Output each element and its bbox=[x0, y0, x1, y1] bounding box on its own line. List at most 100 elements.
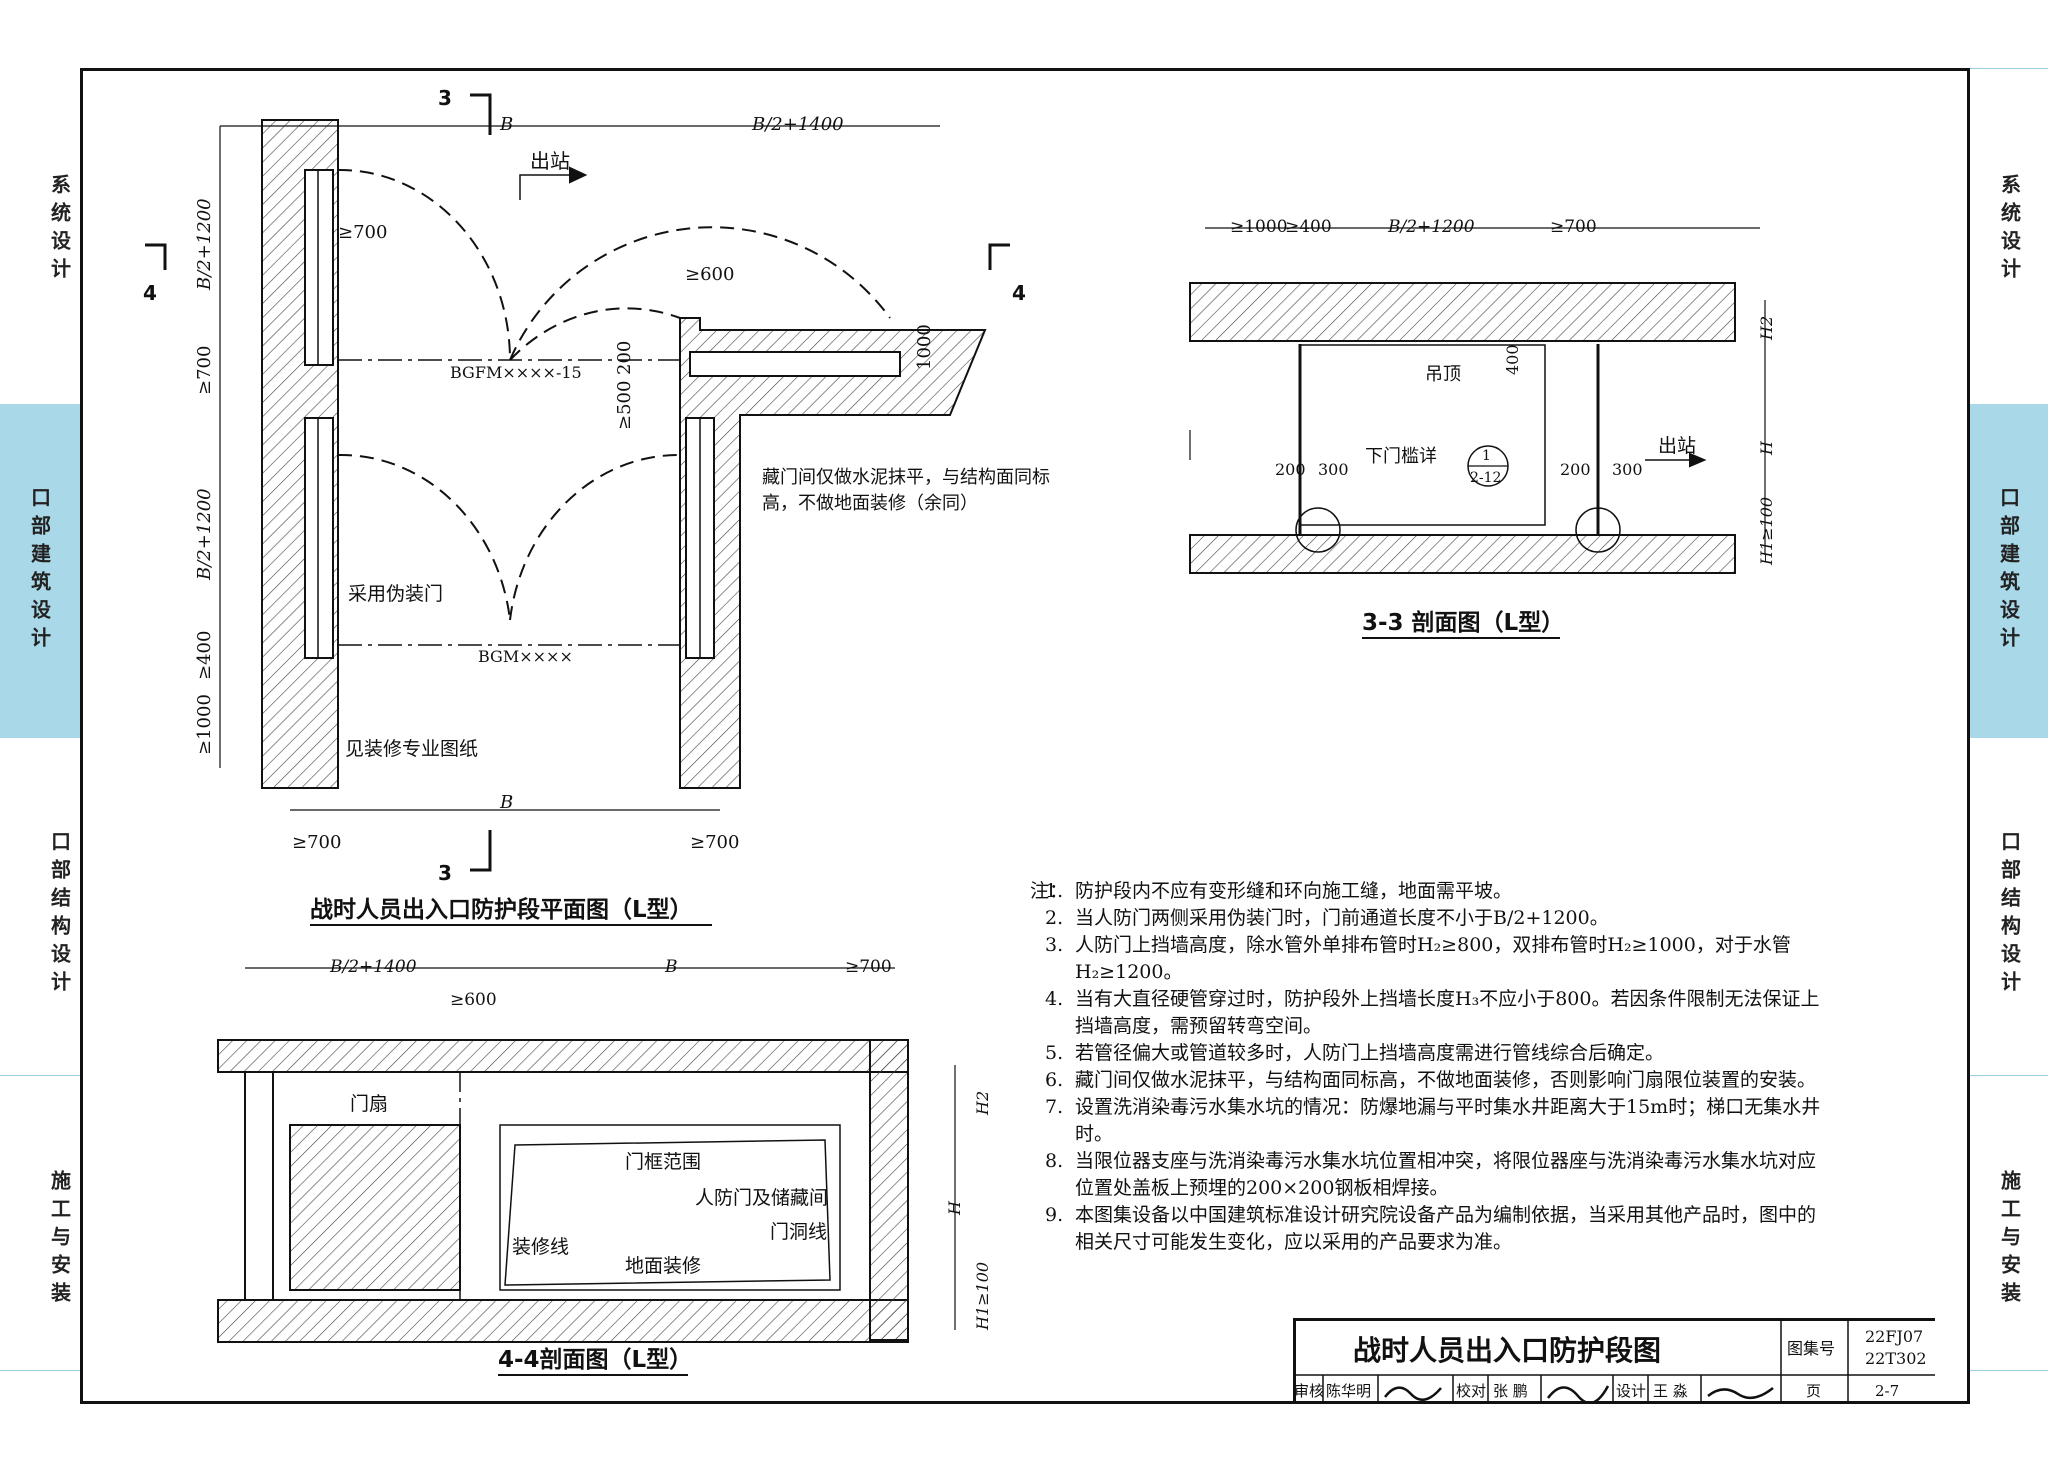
note-item: 8.当限位器支座与洗消染毒污水集水坑位置相冲突，将限位器座与洗消染毒污水集水坑对… bbox=[1045, 1150, 1817, 1199]
tb-title: 战时人员出入口防护段图 bbox=[1353, 1334, 1661, 1367]
s44-label-leaf: 门扇 bbox=[350, 1093, 388, 1115]
plan-door-upper: BGFM××××-15 bbox=[450, 363, 582, 382]
s33-dim-H1: H1≥100 bbox=[1757, 497, 1776, 566]
note-item: 5.若管径偏大或管道较多时，人防门上挡墙高度需进行管线综合后确定。 bbox=[1045, 1042, 1665, 1064]
side-tab-right-construct[interactable]: 施工与安装 bbox=[1997, 1170, 2022, 1310]
plan-dim-bottom-B: B bbox=[499, 792, 513, 813]
s44-dim-700: ≥700 bbox=[845, 957, 892, 977]
section-33 bbox=[1189, 227, 1766, 574]
plan-dim-600: ≥600 bbox=[685, 264, 734, 285]
s44-label-opening: 门洞线 bbox=[770, 1221, 827, 1243]
note-item: 9.本图集设备以中国建筑标准设计研究院设备产品为编制依据，当采用其他产品时，图中… bbox=[1045, 1204, 1817, 1253]
plan-dim-left-1000: ≥1000 bbox=[194, 694, 215, 755]
tb-check-label: 校对 bbox=[1456, 1382, 1486, 1400]
notes-heading: 注： bbox=[1030, 880, 1069, 902]
note-item: 4.当有大直径硬管穿过时，防护段外上挡墙长度H₃不应小于800。若因条件限制无法… bbox=[1045, 988, 1820, 1037]
s33-dim-300a: 300 bbox=[1318, 460, 1349, 479]
section-mark-4-left: 4 bbox=[143, 281, 157, 305]
note-item: 1.防护段内不应有变形缝和环向施工缝，地面需平坡。 bbox=[1045, 880, 1513, 902]
s33-detail-bottom: 2-12 bbox=[1470, 470, 1501, 486]
side-tab-right-struct[interactable]: 口部结构设计 bbox=[1997, 831, 2022, 999]
s44-dim-B: B bbox=[664, 957, 678, 977]
side-divider bbox=[1970, 1075, 2048, 1076]
s33-dim-200b: 200 bbox=[1560, 460, 1591, 479]
tb-atlas-no-1: 22FJ07 bbox=[1865, 1327, 1923, 1346]
s33-dim-b2: B/2+1200 bbox=[1387, 217, 1475, 237]
tb-checker: 张 鹏 bbox=[1493, 1382, 1528, 1400]
plan-view bbox=[145, 93, 1010, 872]
s44-dim-H: H bbox=[945, 1200, 964, 1216]
side-divider bbox=[0, 1075, 80, 1076]
tb-review-label: 审核 bbox=[1294, 1382, 1324, 1400]
tb-design-label: 设计 bbox=[1616, 1382, 1646, 1400]
section-mark-3-top: 3 bbox=[438, 86, 452, 110]
s33-dim-1000: ≥1000 bbox=[1230, 217, 1288, 237]
plan-door-frame bbox=[689, 351, 901, 377]
s33-dim-700: ≥700 bbox=[1550, 217, 1597, 237]
s33-detail-top: 1 bbox=[1482, 448, 1491, 464]
s33-dim-H2: H2 bbox=[1757, 316, 1776, 341]
title-block: 战时人员出入口防护段图 图集号 22FJ07 22T302 审核 陈华明 校对 … bbox=[1293, 1318, 1935, 1404]
s44-label-floor: 地面装修 bbox=[625, 1255, 701, 1277]
side-tab-right-system[interactable]: 系统设计 bbox=[1997, 174, 2022, 286]
tb-designer-signature bbox=[1707, 1387, 1774, 1400]
tb-page-label: 页 bbox=[1806, 1382, 1821, 1400]
section-mark-3-bottom: 3 bbox=[438, 861, 452, 885]
tb-designer: 王 淼 bbox=[1653, 1382, 1688, 1400]
plan-dim-200: 200 bbox=[614, 341, 635, 375]
plan-label-finish: 见装修专业图纸 bbox=[345, 738, 478, 760]
tb-checker-signature bbox=[1547, 1385, 1610, 1404]
s44-dim-H1: H1≥100 bbox=[973, 1262, 992, 1331]
plan-dim-left-400: ≥400 bbox=[194, 631, 215, 680]
tb-atlas-no-2: 22T302 bbox=[1865, 1349, 1927, 1368]
side-tab-left-struct[interactable]: 口部结构设计 bbox=[47, 831, 72, 999]
tb-page-no: 2-7 bbox=[1875, 1382, 1899, 1400]
s33-dim-400-vertical: 400 bbox=[1503, 344, 1522, 375]
notes-block: 注： 1.防护段内不应有变形缝和环向施工缝，地面需平坡。 2.当人防门两侧采用伪… bbox=[1030, 878, 1830, 1256]
side-divider bbox=[0, 1370, 80, 1371]
s33-dim-200a: 200 bbox=[1275, 460, 1306, 479]
section-33-labels: ≥1000 ≥400 B/2+1200 ≥700 吊顶 400 200 300 … bbox=[1230, 217, 1776, 639]
s44-label-decor: 装修线 bbox=[512, 1236, 569, 1258]
s33-dim-400: ≥400 bbox=[1285, 217, 1332, 237]
plan-dim-left-upper: B/2+1200 bbox=[194, 198, 215, 291]
plan-dim-B: B bbox=[499, 114, 513, 135]
plan-dim-top-right: B/2+1400 bbox=[751, 114, 844, 135]
side-tab-left-arch[interactable]: 口部建筑设计 bbox=[0, 404, 80, 738]
plan-label-fake-door: 采用伪装门 bbox=[348, 583, 443, 605]
plan-exit-label: 出站 bbox=[530, 149, 570, 173]
plan-right-wall bbox=[679, 317, 987, 789]
tb-atlas-label: 图集号 bbox=[1787, 1339, 1835, 1358]
s33-exit-label: 出站 bbox=[1658, 435, 1696, 457]
s44-label-frame: 门框范围 bbox=[625, 1151, 701, 1173]
plan-door-frame bbox=[304, 169, 334, 366]
plan-dim-left-gap: ≥700 bbox=[194, 346, 215, 395]
side-divider bbox=[1970, 68, 2048, 69]
note-item: 7.设置洗消染毒污水集水坑的情况：防爆地漏与平时集水井距离大于15m时；梯口无集… bbox=[1045, 1096, 1821, 1145]
s33-label-ceiling: 吊顶 bbox=[1425, 364, 1461, 385]
s44-dim-600: ≥600 bbox=[450, 990, 497, 1010]
s33-label-threshold: 下门槛详 bbox=[1365, 446, 1437, 467]
note-item: 6.藏门间仅做水泥抹平，与结构面同标高，不做地面装修，否则影响门扇限位装置的安装… bbox=[1045, 1069, 1817, 1091]
note-item: 3.人防门上挡墙高度，除水管外单排布管时H₂≥800，双排布管时H₂≥1000，… bbox=[1045, 934, 1791, 983]
side-tab-left-construct[interactable]: 施工与安装 bbox=[47, 1170, 72, 1310]
section-44-labels: B/2+1400 B ≥700 ≥600 门扇 门框范围 人防门及储藏间 门洞线… bbox=[329, 957, 992, 1376]
s44-label-room: 人防门及储藏间 bbox=[695, 1187, 828, 1209]
plan-dim-left-lower: B/2+1200 bbox=[194, 488, 215, 581]
s44-dim-H2: H2 bbox=[973, 1091, 992, 1116]
plan-dim-500: ≥500 bbox=[614, 381, 635, 430]
section-44 bbox=[217, 967, 956, 1343]
side-tab-left-system[interactable]: 系统设计 bbox=[47, 174, 72, 286]
drawing-frame bbox=[80, 68, 1970, 1404]
plan-door-frame bbox=[304, 417, 334, 659]
s33-dim-H: H bbox=[1757, 440, 1776, 456]
side-tab-right-arch[interactable]: 口部建筑设计 bbox=[1970, 404, 2048, 738]
section-mark-4-right: 4 bbox=[1012, 281, 1026, 305]
s33-dim-300b: 300 bbox=[1612, 460, 1643, 479]
plan-dim-bottom-right: ≥700 bbox=[690, 832, 739, 853]
tb-reviewer-signature bbox=[1384, 1386, 1442, 1401]
s44-caption: 4-4剖面图（L型） bbox=[498, 1346, 692, 1373]
plan-dim-1000: 1000 bbox=[914, 324, 935, 370]
plan-label-hidden-room: 藏门间仅做水泥抹平，与结构面同标高，不做地面装修（余同） bbox=[762, 467, 1050, 514]
